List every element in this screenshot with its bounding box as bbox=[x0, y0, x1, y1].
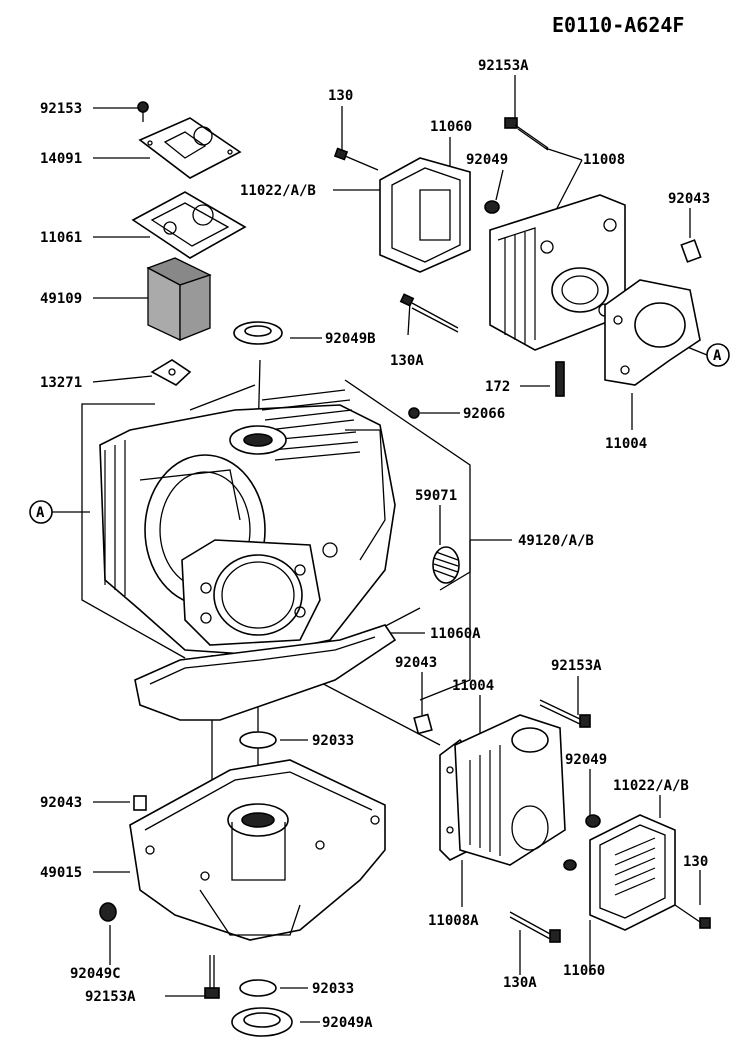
label-11004-bottom: 11004 bbox=[452, 678, 494, 694]
label-92153a-left: 92153A bbox=[85, 989, 136, 1005]
cylinder-head-11008a bbox=[454, 714, 566, 866]
label-92049c: 92049C bbox=[70, 966, 121, 982]
crankcase-49120 bbox=[99, 389, 396, 656]
label-92043-right: 92043 bbox=[668, 191, 710, 207]
stud-92153a-bottom bbox=[539, 699, 591, 728]
label-92153a-bottom: 92153A bbox=[551, 658, 602, 674]
label-92153a-top: 92153A bbox=[478, 58, 529, 74]
label-92049-bottom: 92049 bbox=[565, 752, 607, 768]
bolt-130-bottom bbox=[674, 904, 711, 929]
o-ring-92033-top bbox=[239, 731, 277, 749]
ref-a-right-text: A bbox=[713, 348, 722, 364]
stud-172 bbox=[555, 361, 565, 397]
dowel-pin-92043-mid bbox=[413, 713, 433, 735]
diagram-code: E0110-A624F bbox=[552, 13, 684, 37]
head-cover-11022-top bbox=[379, 157, 471, 273]
label-11022-top: 11022/A/B bbox=[240, 183, 316, 199]
label-92033-bottom: 92033 bbox=[312, 981, 354, 997]
head-gasket-11004-top bbox=[604, 279, 701, 386]
reference-mark-a-left: A bbox=[29, 500, 90, 524]
label-11008: 11008 bbox=[583, 152, 625, 168]
label-130-top: 130 bbox=[328, 88, 353, 104]
screw-92153 bbox=[137, 101, 149, 122]
cover-plate-14091 bbox=[138, 117, 242, 179]
dowel-pin-92043-right bbox=[680, 239, 702, 263]
label-49015: 49015 bbox=[40, 865, 82, 881]
label-13271: 13271 bbox=[40, 375, 82, 391]
washer-92049-bottom bbox=[563, 814, 601, 871]
label-130-bottom: 130 bbox=[683, 854, 708, 870]
label-11004-top: 11004 bbox=[605, 436, 647, 452]
label-11022-bottom: 11022/A/B bbox=[613, 778, 689, 794]
oil-seal-92049c bbox=[99, 902, 117, 922]
bolt-130-top bbox=[333, 147, 379, 171]
bolt-130a-bottom bbox=[509, 911, 561, 943]
label-92153: 92153 bbox=[40, 101, 82, 117]
label-59071: 59071 bbox=[415, 488, 457, 504]
label-92043-left: 92043 bbox=[40, 795, 82, 811]
label-130a-top: 130A bbox=[390, 353, 424, 369]
part-labels: 92153 14091 11061 49109 13271 130 11060 … bbox=[40, 58, 710, 1031]
label-11060a: 11060A bbox=[430, 626, 481, 642]
spring-59071 bbox=[432, 546, 460, 584]
label-92049a: 92049A bbox=[322, 1015, 373, 1031]
gasket-11061 bbox=[131, 191, 247, 259]
head-cover-11022-bottom bbox=[589, 814, 676, 931]
gasket-11060a bbox=[134, 624, 397, 721]
label-49120: 49120/A/B bbox=[518, 533, 594, 549]
label-92049-top: 92049 bbox=[466, 152, 508, 168]
leader-lines bbox=[92, 75, 701, 1023]
o-ring-92033-bottom bbox=[239, 979, 277, 997]
oil-seal-92049a bbox=[231, 1007, 293, 1037]
breather-element-49109 bbox=[146, 257, 212, 342]
oil-seal-92049b bbox=[233, 321, 283, 345]
washer-92049-top bbox=[484, 200, 500, 214]
label-92033-top: 92033 bbox=[312, 733, 354, 749]
label-11060-bottom: 11060 bbox=[563, 963, 605, 979]
label-92066: 92066 bbox=[463, 406, 505, 422]
crankcase-cover-49015 bbox=[129, 759, 386, 941]
label-92043-mid: 92043 bbox=[395, 655, 437, 671]
stud-92153a-left bbox=[204, 955, 220, 999]
label-130a-bottom: 130A bbox=[503, 975, 537, 991]
cylinder-head-11008 bbox=[489, 194, 626, 351]
dowel-pin-92043-left bbox=[133, 795, 147, 811]
label-11060-top: 11060 bbox=[430, 119, 472, 135]
label-11008a: 11008A bbox=[428, 913, 479, 929]
stud-92153a-top bbox=[504, 117, 549, 151]
bolt-130a-top bbox=[399, 293, 459, 333]
label-172: 172 bbox=[485, 379, 510, 395]
label-49109: 49109 bbox=[40, 291, 82, 307]
label-11061: 11061 bbox=[40, 230, 82, 246]
plate-13271 bbox=[150, 359, 192, 386]
plug-92066 bbox=[408, 407, 420, 419]
ref-a-left-text: A bbox=[36, 505, 45, 521]
label-14091: 14091 bbox=[40, 151, 82, 167]
label-92049b: 92049B bbox=[325, 331, 376, 347]
